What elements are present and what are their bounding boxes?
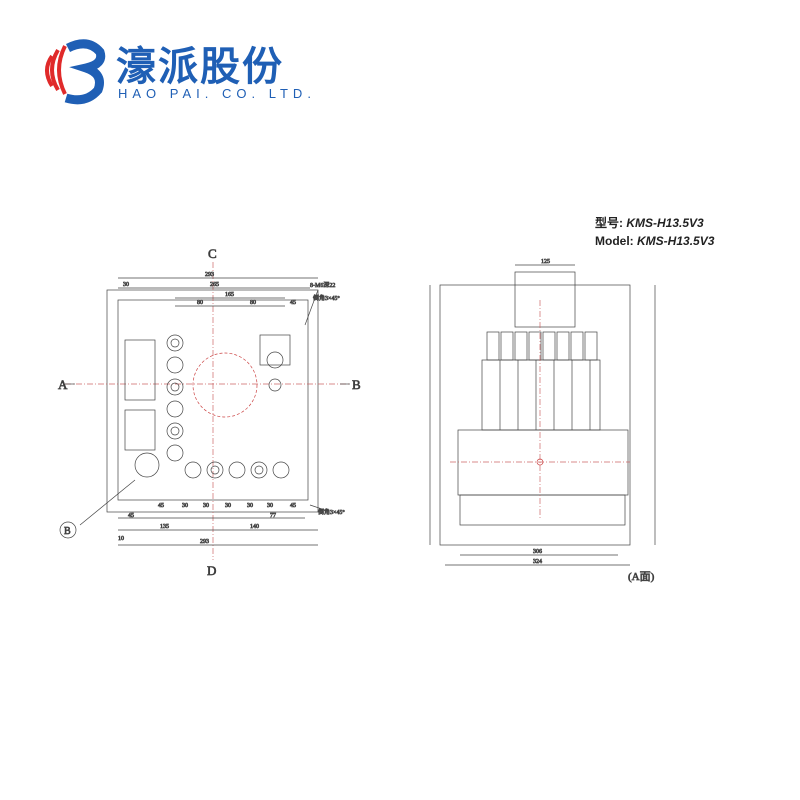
view-label-c: C [208,246,217,261]
dim-top: 265 [210,282,219,288]
model-value-en: KMS-H13.5V3 [637,234,715,248]
dim-bottom: 30 [203,503,209,509]
side-view [429,264,656,566]
dim-top-overall: 293 [205,272,214,278]
section-b-label: B [64,526,71,537]
dim-bottom: 30 [225,503,231,509]
dim-bottom: 45 [158,503,164,509]
dim-bottom: 45 [290,503,296,509]
view-label-a: A [58,377,68,392]
model-value-cn: KMS-H13.5V3 [626,216,704,230]
view-label-d: D [207,563,216,578]
chamfer-note: 倒角3×45° [318,508,345,516]
dim-top: 30 [123,282,129,288]
dim-top: 165 [225,292,234,298]
thread-note: 8-M6深22 [310,281,335,289]
dim-bottom: 10 [118,536,124,542]
front-view [59,262,350,560]
side-dim: 324 [533,559,542,565]
dim-bottom: 30 [267,503,273,509]
dim-bottom-overall: 293 [200,539,209,545]
dim-bottom: 45 [128,513,134,519]
dim-top: 80 [250,300,256,306]
model-en-label: Model: [595,234,634,248]
dim-bottom: 140 [250,524,259,530]
dim-bottom: 30 [182,503,188,509]
section-b-marker [59,521,77,539]
dim-bottom: 135 [160,524,169,530]
side-dim: 125 [541,259,550,265]
logo-mark-icon [45,39,106,105]
dim-top: 45 [290,300,296,306]
logo-chinese-text: 濠派股份 [116,44,284,90]
dim-bottom: 30 [247,503,253,509]
model-info: 型号: KMS-H13.5V3 Model: KMS-H13.5V3 [595,214,714,250]
dim-top: 80 [197,300,203,306]
side-view-caption: (A面) [628,571,655,583]
chamfer-note: 倒角3×45° [313,294,340,302]
company-logo: 濠派股份 HAO PAI. CO. LTD. [38,36,318,106]
model-cn-label: 型号: [595,216,623,230]
view-label-b: B [352,377,361,392]
side-dim: 306 [533,549,542,555]
logo-english-text: HAO PAI. CO. LTD. [118,86,316,101]
dim-bottom: 77 [270,513,276,519]
